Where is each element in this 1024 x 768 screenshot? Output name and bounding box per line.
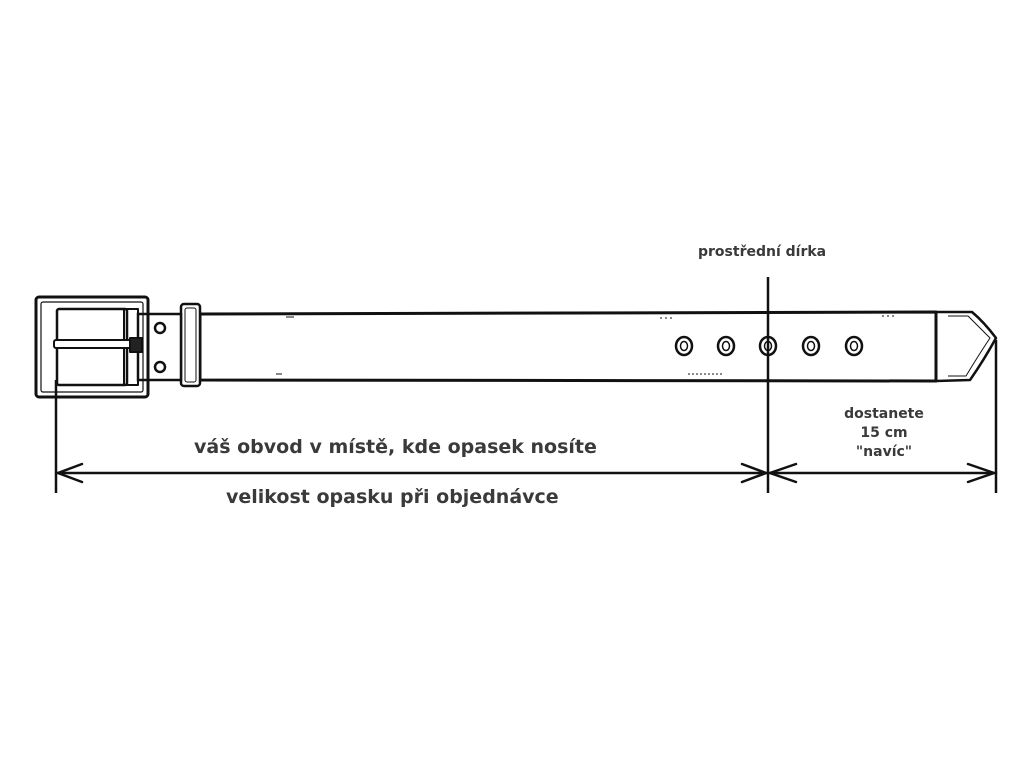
belt-hole	[716, 335, 736, 357]
order-size-label: velikost opasku při objednávce	[226, 486, 559, 508]
belt-hole-inner	[679, 340, 689, 352]
strap-body	[198, 310, 938, 383]
belt-hole-inner	[849, 340, 859, 352]
tip-outline	[934, 310, 998, 383]
tab-stud-bottom	[153, 360, 167, 374]
belt-hole	[844, 335, 864, 357]
belt-hole	[674, 335, 694, 357]
buckle-prong	[53, 339, 135, 349]
buckle-prong-base	[129, 337, 143, 353]
extra-label-line2: 15 cm	[860, 425, 908, 441]
belt-hole-inner	[806, 340, 816, 352]
waist-label: váš obvod v místě, kde opasek nosíte	[194, 436, 597, 458]
belt-buckle	[34, 295, 150, 399]
extra-label-line3: "navíc"	[855, 444, 913, 460]
belt-strap	[198, 310, 938, 383]
strap-texture	[276, 315, 896, 375]
extra-dimension-arrow	[766, 462, 998, 484]
belt-hole-inner	[721, 340, 731, 352]
buckle-frame-outer	[34, 295, 150, 399]
waist-dimension-arrow	[54, 462, 770, 484]
extra-label-line1: dostanete	[844, 406, 924, 422]
buckle-tab	[136, 312, 183, 382]
belt-holes	[674, 335, 864, 357]
belt-keeper	[179, 302, 202, 388]
belt-tip	[934, 310, 998, 383]
belt-hole	[801, 335, 821, 357]
extra-length-label: dostanete 15 cm "navíc"	[826, 405, 942, 462]
middle-hole-label: prostřední dírka	[698, 244, 827, 260]
tab-stud-top	[153, 321, 167, 335]
tip-edge	[948, 315, 991, 377]
